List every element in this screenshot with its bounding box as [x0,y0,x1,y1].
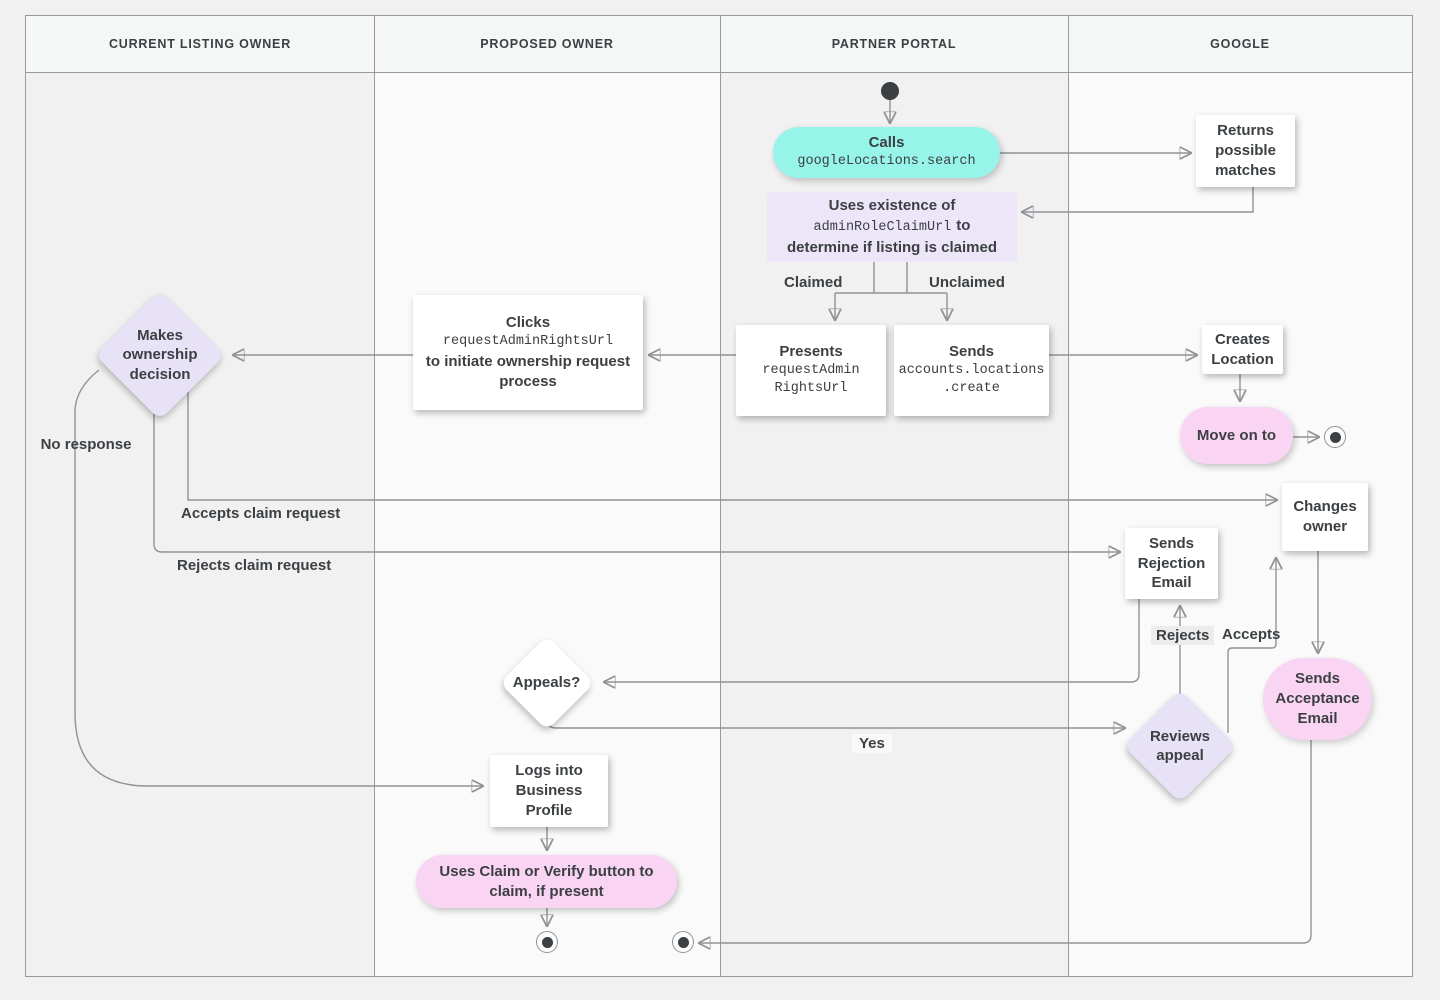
lane-title: PARTNER PORTAL [831,37,957,51]
reviews-appeal-node: Reviews appeal [1118,689,1242,803]
lane-title: CURRENT LISTING OWNER [108,37,292,51]
node-text: Returns possible matches [1215,122,1276,179]
move-on-to-node: Move on to [1180,407,1293,464]
node-title: Sends [948,342,994,360]
edge-label-unclaimed: Unclaimed [929,274,1005,291]
node-code: .create [943,381,1000,397]
returns-possible-matches-node: Returns possible matches [1196,115,1295,187]
node-line: Uses existence of [828,197,956,215]
node-text: Changes owner [1293,498,1357,535]
node-text: Reviews appeal [1149,727,1211,765]
end-node [1324,426,1346,448]
makes-ownership-decision-node: Makes ownership decision [93,289,227,421]
edge-label-accepts: Accepts [1222,626,1281,643]
node-code: accounts.locations [898,362,1045,378]
logs-into-business-profile-node: Logs into Business Profile [490,755,608,827]
node-code: googleLocations.search [797,153,976,169]
node-code: requestAdmin [762,362,860,378]
node-text: Uses Claim or Verify button to claim, if… [439,862,654,900]
uses-claim-or-verify-node: Uses Claim or Verify button to claim, if… [416,855,677,908]
node-text: Creates Location [1211,330,1274,368]
sends-accounts-locations-create-node: Sends accounts.locations .create [894,325,1049,416]
lane-header-partner-portal: PARTNER PORTAL [720,16,1068,73]
node-text: Appeals? [512,673,581,691]
node-text: Sends Rejection Email [1137,534,1206,592]
calls-googlelocations-search-node: Calls googleLocations.search [773,127,1000,178]
changes-owner-node: Changes owner [1282,483,1368,551]
edge-label-rejects: Rejects [1151,626,1215,645]
node-text: Sends Acceptance Email [1275,670,1360,727]
edge-label-accepts-claim-request: Accepts claim request [181,505,341,522]
lane-body-proposed-owner [374,73,720,976]
lane-body-current-listing-owner [26,73,374,976]
edge-label-rejects-claim-request: Rejects claim request [177,557,332,574]
lane-separator [1068,16,1069,976]
end-node [672,931,694,953]
lane-header-proposed-owner: PROPOSED OWNER [374,16,720,73]
node-text: Move on to [1196,426,1277,444]
creates-location-node: Creates Location [1202,325,1283,374]
end-node [536,931,558,953]
node-line: determine if listing is claimed [786,238,998,256]
lane-title: GOOGLE [1210,37,1270,51]
start-node [881,82,899,100]
lane-separator [720,16,721,976]
lane-separator [374,16,375,976]
node-code: requestAdminRightsUrl [442,334,614,350]
clicks-requestadminrightsurl-node: Clicks requestAdminRightsUrl to initiate… [413,295,643,410]
node-text: to initiate ownership request process [425,353,631,390]
node-text: Logs into Business Profile [515,762,583,819]
lane-title: PROPOSED OWNER [480,37,614,51]
node-title: Clicks [505,314,551,332]
node-text: to [956,217,971,235]
presents-requestadminrightsurl-node: Presents requestAdmin RightsUrl [736,325,886,416]
edge-label-yes: Yes [852,734,892,753]
sends-rejection-email-node: Sends Rejection Email [1125,528,1218,599]
node-code: RightsUrl [774,381,848,397]
node-text: Makes ownership decision [122,326,198,383]
sends-acceptance-email-node: Sends Acceptance Email [1263,658,1372,740]
edge-label-claimed: Claimed [784,274,843,291]
node-title: Calls [868,134,905,152]
lane-header-current-listing-owner: CURRENT LISTING OWNER [26,16,374,73]
node-title: Presents [779,342,843,360]
node-code: adminRoleClaimUrl [813,220,952,236]
edge-label-no-response: No response [40,436,132,453]
appeals-decision-node: Appeals? [495,635,598,730]
lane-header-google: GOOGLE [1068,16,1412,73]
